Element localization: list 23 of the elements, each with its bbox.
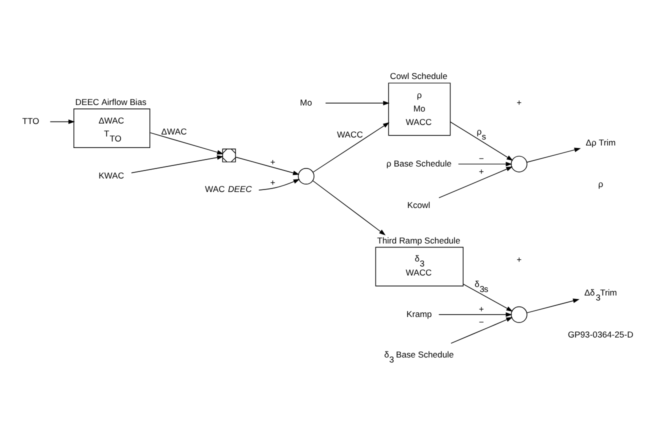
edge-label: + [478, 304, 484, 314]
edge-label: + [270, 177, 276, 188]
edge-label: + [478, 166, 484, 177]
edge-label: ΔWAC [161, 126, 187, 136]
node-text: TTO [22, 116, 40, 126]
node-text: WAC DEEC [205, 184, 252, 194]
node-text: KWAC [98, 170, 124, 180]
node-text: Mo [300, 97, 312, 108]
edge-label: WACC [336, 129, 363, 140]
node-text: Kramp [406, 308, 432, 319]
node-text: Kcowl [407, 200, 430, 210]
node-label: DEEC Airflow Bias [75, 96, 146, 107]
label: ρ [598, 179, 604, 190]
node-label: Third Ramp Schedule [377, 235, 460, 246]
label: + [516, 254, 522, 264]
edge-label: − [478, 154, 484, 164]
node-text: Δρ Trim [586, 138, 616, 148]
edge-label: − [478, 317, 484, 328]
node-label: Cowl Schedule [390, 71, 448, 82]
label: GP93-0364-25-D [568, 330, 634, 340]
node-text: ρ Base Schedule [386, 158, 452, 168]
edge-label: + [270, 157, 276, 168]
label: + [516, 97, 522, 108]
